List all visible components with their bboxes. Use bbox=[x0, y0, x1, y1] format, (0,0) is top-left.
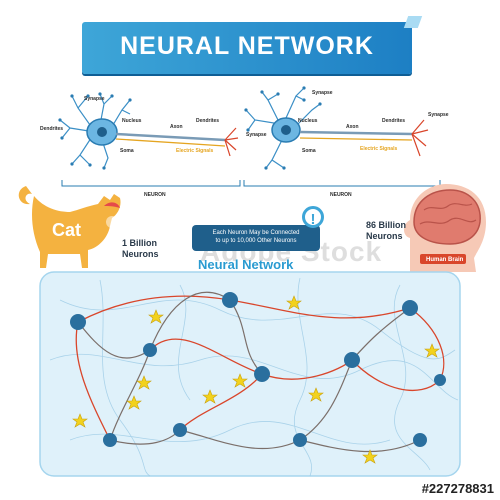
label-soma-left: Soma bbox=[120, 148, 134, 154]
label-soma-right: Soma bbox=[302, 148, 316, 154]
label-dendrites-right: Dendrites bbox=[382, 118, 406, 124]
left-nucleus bbox=[97, 127, 107, 137]
label-dendrites-left: Dendrites bbox=[40, 126, 64, 132]
label-signals-right: Electric Signals bbox=[360, 146, 398, 152]
label-synapse-left: Synapse bbox=[84, 96, 105, 102]
right-neuron-dendrites bbox=[245, 87, 321, 169]
left-neuron-brace bbox=[61, 180, 241, 187]
label-synapse-mid: Synapse bbox=[246, 132, 267, 138]
left-neuron-terminals bbox=[58, 92, 132, 170]
image-id: #227278831 bbox=[421, 481, 494, 496]
network-neurons bbox=[70, 292, 446, 447]
human-brain-label: Human Brain bbox=[426, 257, 464, 263]
faint-connections bbox=[49, 277, 459, 477]
label-synapse-top: Synapse bbox=[312, 90, 333, 96]
human-head-illustration bbox=[404, 184, 486, 272]
label-synapse-right: Synapse bbox=[428, 112, 449, 118]
right-axon bbox=[299, 130, 413, 136]
right-nucleus bbox=[281, 125, 291, 135]
label-axon-left: Axon bbox=[170, 124, 183, 130]
callout-line2: to up to 10,000 Other Neurons bbox=[215, 238, 297, 244]
page-title: NEURAL NETWORK bbox=[120, 32, 374, 60]
right-signal bbox=[299, 137, 413, 141]
right-neuron-terminals bbox=[244, 86, 322, 170]
network-title: Neural Network bbox=[198, 257, 294, 272]
cat-illustration bbox=[18, 186, 121, 268]
exclamation-icon: ! bbox=[302, 206, 324, 228]
footer-bar: #227278831 bbox=[0, 478, 500, 500]
cat-count-line2: Neurons bbox=[122, 249, 159, 259]
left-signal bbox=[115, 138, 226, 147]
cat-neuron-count: 1 Billion Neurons bbox=[122, 238, 159, 260]
human-count-line2: Neurons bbox=[366, 231, 403, 241]
label-nucleus-right: Nucleus bbox=[298, 118, 318, 124]
cat-label: Cat bbox=[52, 220, 82, 240]
label-neuron-right: NEURON bbox=[330, 192, 352, 198]
human-count-line1: 86 Billion bbox=[366, 220, 407, 230]
left-axon-terminals bbox=[224, 127, 239, 157]
network-background bbox=[39, 271, 461, 477]
synapse-stars bbox=[72, 295, 440, 464]
callout-box: Each Neuron May be Connected to up to 10… bbox=[192, 225, 320, 251]
right-neuron-brace bbox=[243, 180, 441, 187]
label-axon-right: Axon bbox=[346, 124, 359, 130]
human-neuron-count: 86 Billion Neurons bbox=[366, 220, 406, 242]
label-neuron-left: NEURON bbox=[144, 192, 166, 198]
left-axon bbox=[115, 132, 226, 142]
label-dendrites-mid: Dendrites bbox=[196, 118, 220, 124]
label-signals-left: Electric Signals bbox=[176, 148, 214, 154]
callout-line1: Each Neuron May be Connected bbox=[212, 230, 300, 236]
title-banner: NEURAL NETWORK bbox=[82, 16, 423, 74]
label-nucleus-left: Nucleus bbox=[122, 118, 142, 124]
right-axon-terminals bbox=[411, 119, 429, 157]
cat-count-line1: 1 Billion bbox=[122, 238, 158, 248]
